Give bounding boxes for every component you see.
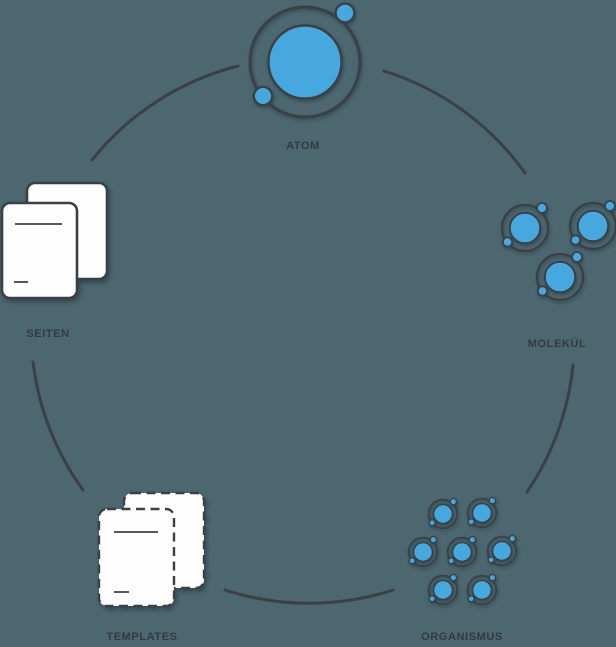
organism-icon — [407, 496, 518, 606]
arc-seiten-to-atom — [90, 64, 240, 162]
template-page-front — [97, 507, 176, 608]
arc-molekuel-to-organismus — [525, 363, 575, 494]
label-atom: ATOM — [286, 140, 320, 152]
arc-organismus-to-templates — [223, 588, 395, 605]
label-molekuel: MOLEKÜL — [527, 338, 587, 350]
molecule-icon — [500, 199, 616, 302]
label-organismus: ORGANISMUS — [421, 631, 503, 643]
templates-pages-icon — [97, 491, 206, 608]
arc-atom-to-molekuel — [382, 69, 527, 175]
label-seiten: SEITEN — [26, 328, 70, 340]
page-front — [0, 201, 79, 300]
arc-templates-to-seiten — [31, 360, 85, 492]
cycle-arcs — [31, 64, 575, 605]
atom-icon — [248, 2, 362, 119]
pages-icon — [0, 181, 109, 300]
label-templates: TEMPLATES — [106, 631, 178, 643]
